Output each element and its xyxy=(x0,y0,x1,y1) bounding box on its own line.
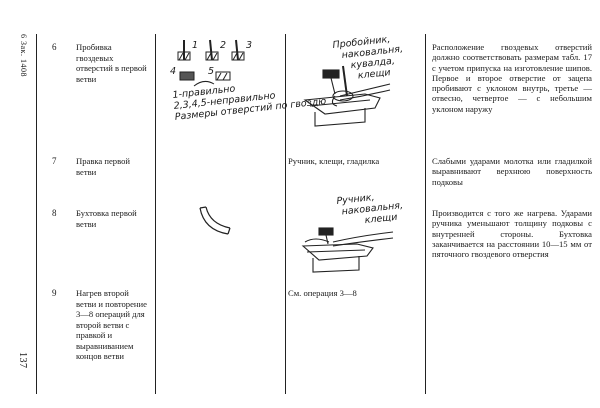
row-number: 8 xyxy=(52,208,57,218)
notes-text: Производится с того же нагрева. Ударами … xyxy=(432,208,592,260)
column-divider-1 xyxy=(36,34,37,394)
anvil-flattening-illustration xyxy=(301,227,394,273)
sketch-label-4: 4 xyxy=(170,66,177,77)
page-number: 137 xyxy=(17,352,28,369)
anvil-punching-illustration xyxy=(303,65,391,127)
column-divider-2 xyxy=(155,34,156,394)
operation-text: Пробивка гвоздевых отверстий в первой ве… xyxy=(76,42,147,84)
page-header-label: 6 Зак. 1408 xyxy=(19,34,28,77)
tools-text: См. операция 3—8 xyxy=(288,288,357,298)
curved-branch-sketch xyxy=(199,206,231,235)
notes-text: Расположение гвоздевых отверстий должно … xyxy=(432,42,592,114)
column-divider-3 xyxy=(285,34,286,394)
notes-text: Слабыми ударами молотка или гладилкой вы… xyxy=(432,156,592,187)
operation-text: Бухтовка первой ветви xyxy=(76,208,137,229)
operation-text: Правка первой ветви xyxy=(76,156,130,177)
row-number: 6 xyxy=(52,42,57,52)
row-number: 7 xyxy=(52,156,57,166)
operation-text: Нагрев второй ветви и повторение 3—8 опе… xyxy=(76,288,147,361)
sketch-label-5: 5 xyxy=(208,66,215,77)
column-divider-4 xyxy=(425,34,426,394)
sketch-label-1: 1 xyxy=(192,40,199,51)
row-number: 9 xyxy=(52,288,57,298)
sketch-label-3: 3 xyxy=(246,40,253,51)
hole-sketch-drawing xyxy=(177,39,245,87)
tools-text: Ручник, клещи, гладилка xyxy=(288,156,380,166)
sketch-label-2: 2 xyxy=(220,40,227,51)
